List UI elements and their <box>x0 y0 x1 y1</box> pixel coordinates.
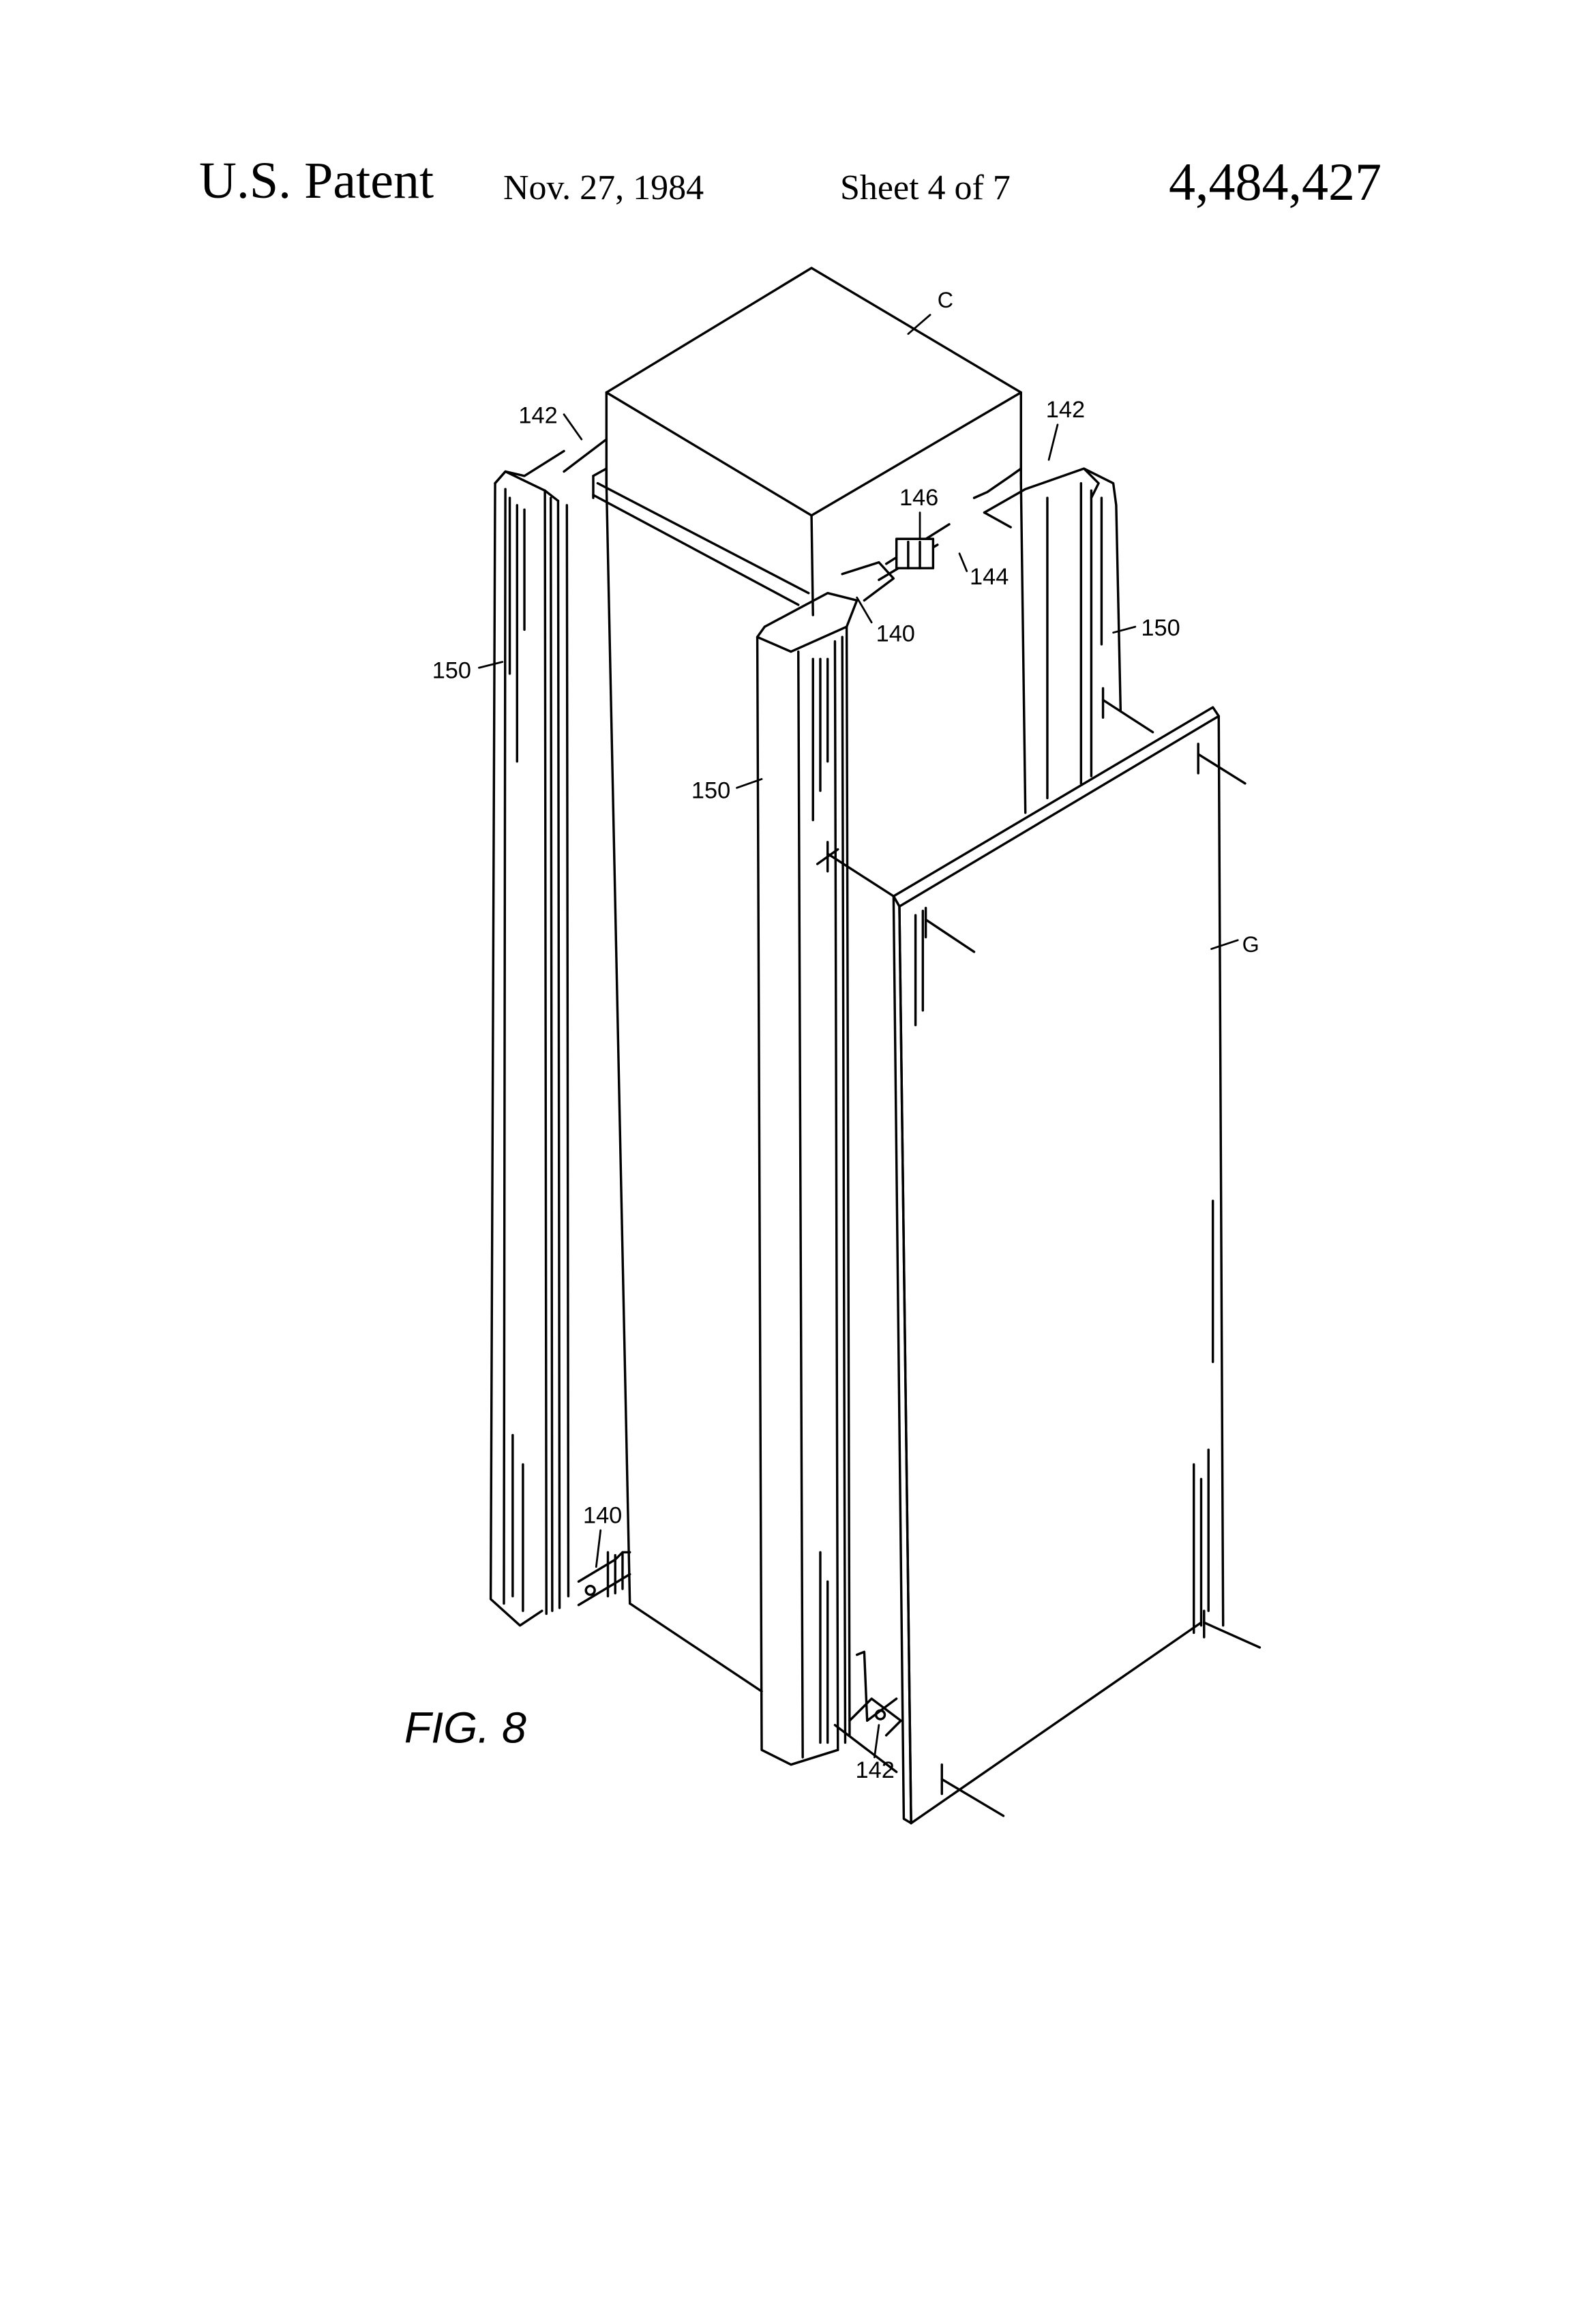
label-142-bottom: 142 <box>856 1757 895 1783</box>
label-g: G <box>1242 932 1259 957</box>
label-150-right: 150 <box>1141 615 1180 641</box>
label-150-center: 150 <box>691 777 730 803</box>
label-140-top: 140 <box>876 621 915 647</box>
label-c: C <box>938 288 953 312</box>
header-sheet: Sheet 4 of 7 <box>840 168 1011 207</box>
alignment-marks <box>816 687 1262 1817</box>
bracket-142-bottom <box>848 1650 902 1737</box>
bracket-140-bottom <box>577 1551 631 1607</box>
header-patent-number: 4,484,427 <box>1169 152 1382 211</box>
strap-142-left <box>494 438 810 606</box>
label-142-left: 142 <box>518 403 557 429</box>
leader-lines <box>478 314 1239 1759</box>
label-150-left: 150 <box>432 657 471 683</box>
channel-150-left <box>489 470 570 1627</box>
header-us-patent: U.S. Patent <box>199 152 434 209</box>
strap-142-right-assembly <box>841 467 1100 602</box>
header-date: Nov. 27, 1984 <box>503 168 704 207</box>
label-144: 144 <box>970 564 1009 590</box>
label-140-bottom: 140 <box>583 1502 622 1528</box>
label-142-right: 142 <box>1046 397 1085 423</box>
channel-150-right <box>1079 467 1122 785</box>
channel-150-center <box>756 591 859 1766</box>
column-side-panels <box>605 481 1049 1693</box>
figure-caption: FIG. 8 <box>404 1703 526 1752</box>
column-c-box <box>605 267 1022 616</box>
panel-g <box>892 706 1225 1825</box>
reference-labels: C 142 142 146 144 140 150 150 150 G 140 … <box>404 288 1259 1783</box>
label-146: 146 <box>899 485 938 511</box>
